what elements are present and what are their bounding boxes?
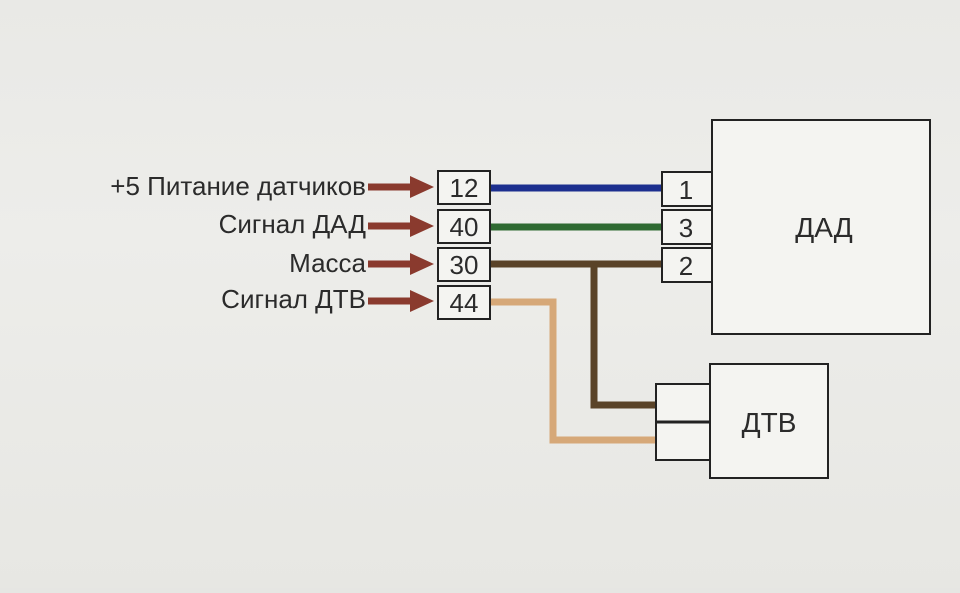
arrow-ground xyxy=(368,253,434,275)
arrow-power xyxy=(368,176,434,198)
dad-pin-box-1 xyxy=(661,171,713,207)
wire-tan xyxy=(490,298,660,444)
ecu-connector: 12 40 30 44 xyxy=(437,170,491,320)
signal-label-ground: Масса xyxy=(289,248,366,278)
ecu-pin-box-12 xyxy=(437,170,491,205)
dad-pin-1: 1 xyxy=(679,175,693,205)
ecu-pin-box-44 xyxy=(437,285,491,320)
wire-brown-branch xyxy=(590,264,660,409)
signal-label-power: +5 Питание датчиков xyxy=(110,171,366,201)
ecu-pin-12: 12 xyxy=(450,173,479,203)
dtv-box xyxy=(709,363,829,479)
ecu-pin-box-30 xyxy=(437,247,491,282)
ecu-pin-30: 30 xyxy=(450,250,479,280)
ecu-pin-box-40 xyxy=(437,209,491,244)
signal-label-dtv: Сигнал ДТВ xyxy=(221,284,366,314)
dad-pin-box-3 xyxy=(661,209,713,245)
ecu-pin-40: 40 xyxy=(450,212,479,242)
dad-pin-3: 3 xyxy=(679,213,693,243)
dad-pin-2: 2 xyxy=(679,251,693,281)
ecu-pin-44: 44 xyxy=(450,288,479,318)
dad-sensor: ДАД 1 3 2 xyxy=(661,119,931,335)
dad-pin-box-2 xyxy=(661,247,713,283)
dtv-sensor: ДТВ xyxy=(655,363,829,479)
dad-box xyxy=(711,119,931,335)
wires xyxy=(490,184,662,444)
arrow-dtv xyxy=(368,290,434,312)
dtv-label: ДТВ xyxy=(742,407,797,438)
signal-label-dad: Сигнал ДАД xyxy=(219,209,367,239)
arrow-dad xyxy=(368,215,434,237)
dad-label: ДАД xyxy=(795,212,853,243)
